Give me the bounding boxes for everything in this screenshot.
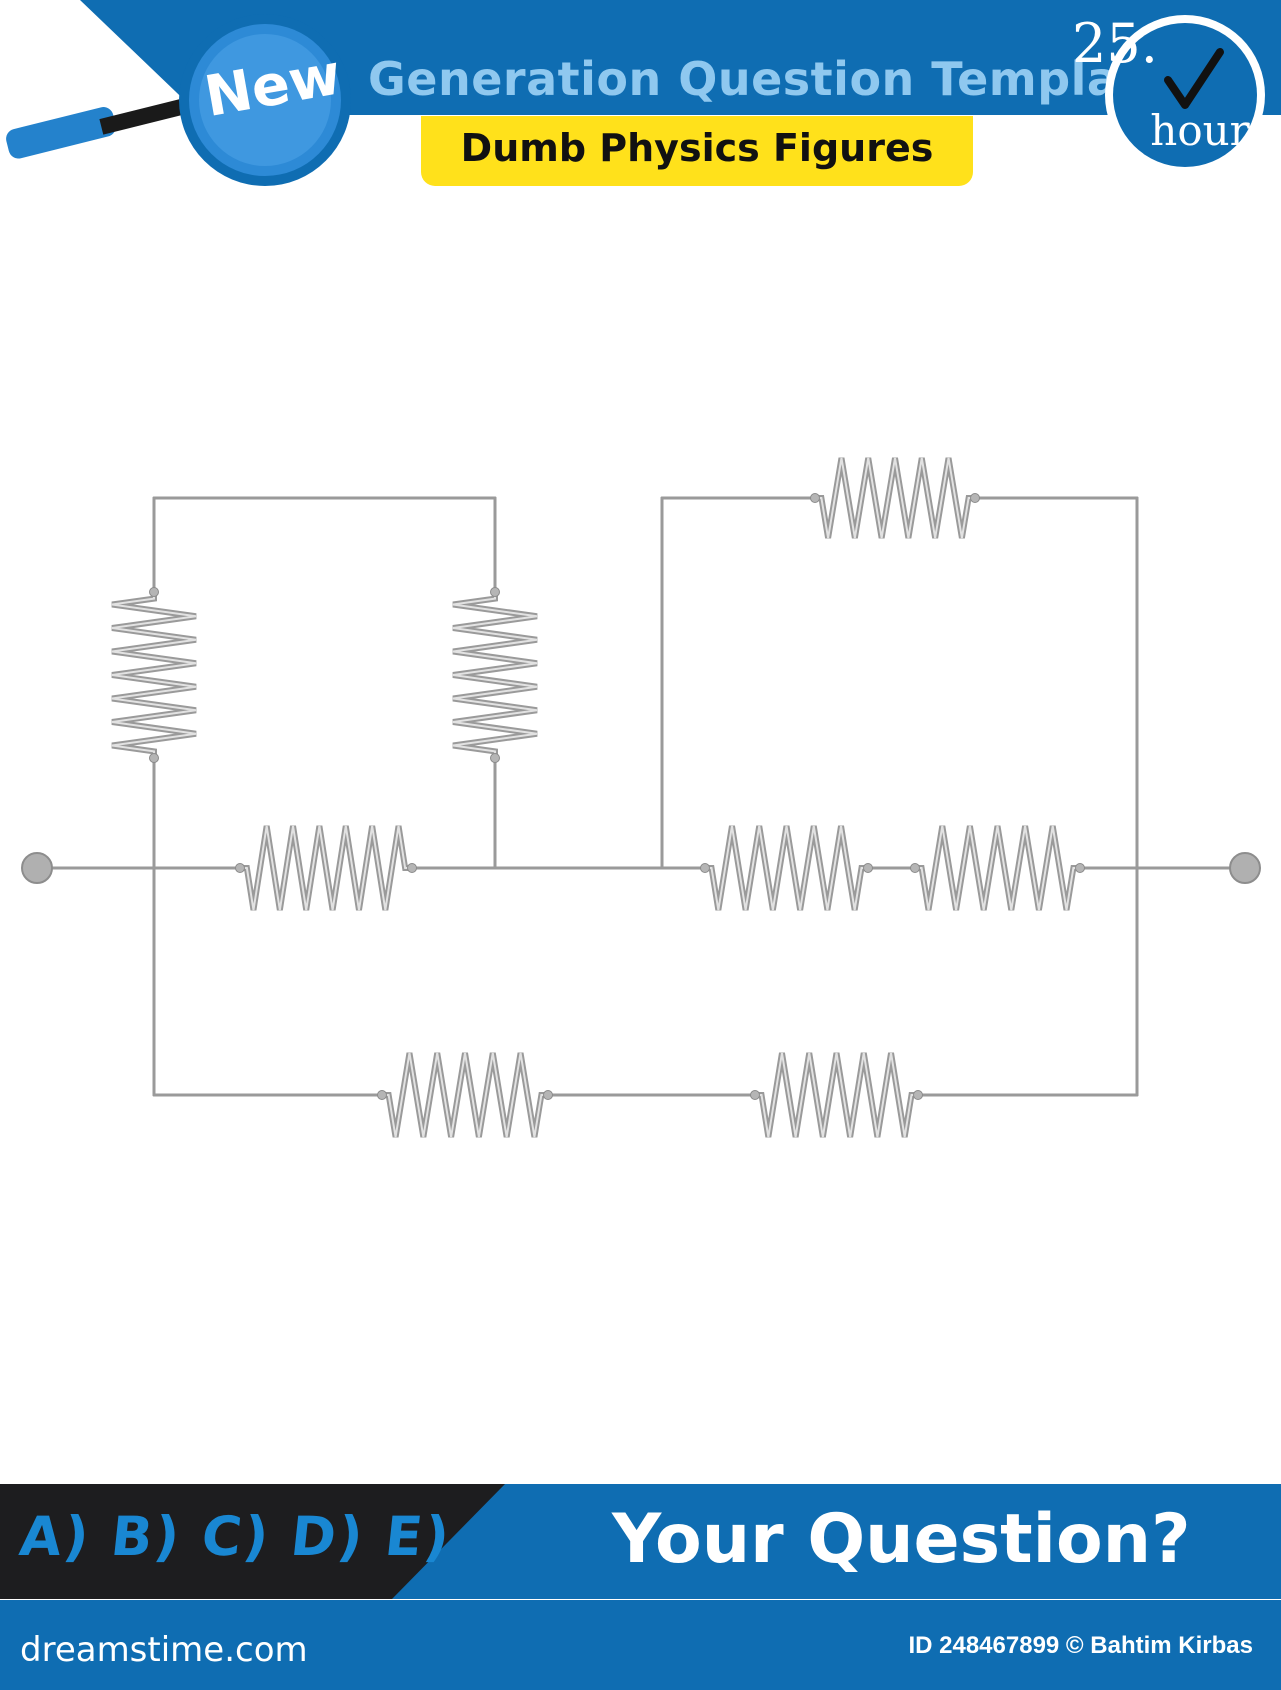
- resistor-middle-right-2-node-2: [1075, 863, 1085, 873]
- resistor-top-left-1: [111, 592, 197, 758]
- resistor-top-left-1-highlight: [111, 592, 197, 758]
- resistors: [111, 457, 1085, 1138]
- magnifier-icon: [6, 14, 351, 186]
- resistor-top-left-1-node-1: [149, 587, 159, 597]
- resistor-bottom-2-node-2: [913, 1090, 923, 1100]
- resistor-top-left-2-node-1: [490, 587, 500, 597]
- terminals: [21, 852, 1261, 884]
- subtitle-banner: Dumb Physics Figures: [421, 116, 973, 186]
- resistor-top-left-2-node-2: [490, 753, 500, 763]
- resistor-middle-left-node-1: [235, 863, 245, 873]
- brand-text: dreamstime.com: [20, 1630, 308, 1670]
- resistor-middle-right-1-node-2: [863, 863, 873, 873]
- resistor-top-left-1-node-2: [149, 753, 159, 763]
- resistor-bottom-1-highlight: [382, 1052, 548, 1138]
- circuit-wires: [50, 496, 1247, 1097]
- terminal-right: [1229, 852, 1261, 884]
- resistor-middle-left-node-2: [407, 863, 417, 873]
- page-title: Generation Question Template: [368, 52, 1173, 106]
- terminal-left: [21, 852, 53, 884]
- resistor-top-left-2: [452, 592, 538, 758]
- resistor-bottom-1-node-1: [377, 1090, 387, 1100]
- resistor-top-right-node-1: [810, 493, 820, 503]
- resistor-middle-right-2-node-1: [910, 863, 920, 873]
- resistor-middle-right-1-highlight: [705, 825, 868, 911]
- resistor-bottom-2-highlight: [755, 1052, 918, 1138]
- resistor-bottom-1-node-2: [543, 1090, 553, 1100]
- answer-options: A) B) C) D) E): [16, 1505, 455, 1568]
- header-band: [80, 0, 1281, 115]
- image-credit: ID 248467899 © Bahtim Kirbas: [908, 1632, 1253, 1659]
- resistor-top-left-2-highlight: [452, 592, 538, 758]
- clock-number: 25.: [1072, 12, 1158, 75]
- circuit-diagram: [21, 457, 1261, 1138]
- credit-bar: [0, 1600, 1281, 1690]
- clock-unit: hour: [1150, 106, 1250, 155]
- resistor-top-right-node-2: [970, 493, 980, 503]
- clock-icon: [1105, 15, 1265, 175]
- resistor-bottom-2-node-1: [750, 1090, 760, 1100]
- resistor-top-right-highlight: [815, 457, 975, 539]
- resistor-middle-right-2-highlight: [915, 825, 1080, 911]
- subtitle: Dumb Physics Figures: [460, 126, 934, 170]
- resistor-middle-left-highlight: [240, 825, 412, 911]
- question-text: Your Question?: [612, 1500, 1191, 1579]
- resistor-middle-right-1-node-1: [700, 863, 710, 873]
- header: [0, 0, 1281, 115]
